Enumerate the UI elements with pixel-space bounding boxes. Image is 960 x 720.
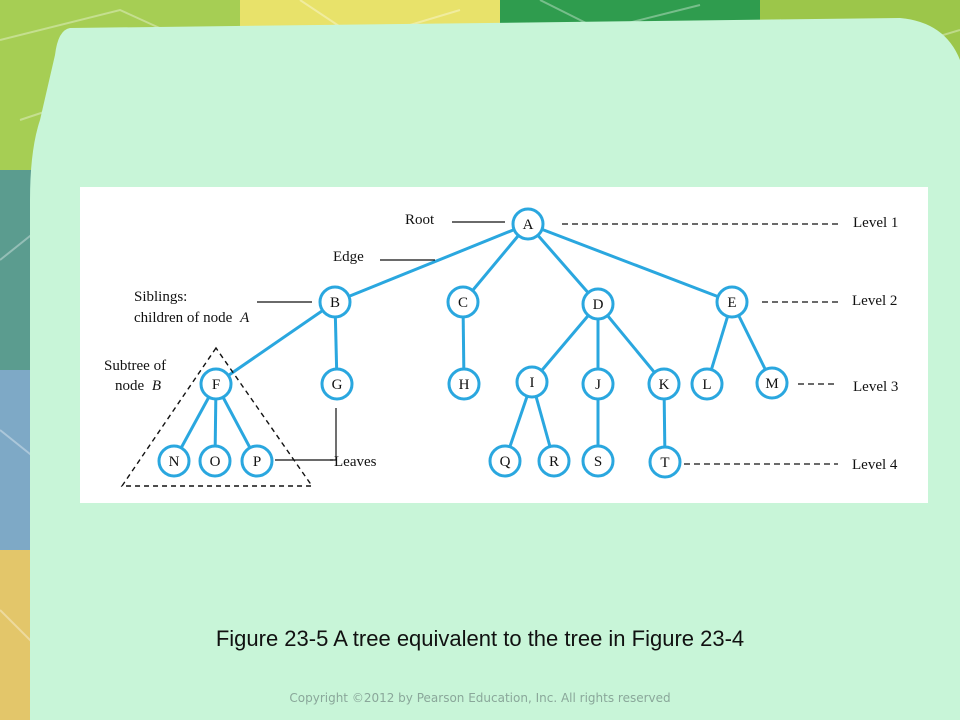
node-label: M bbox=[765, 376, 778, 392]
node-circle bbox=[537, 444, 571, 478]
node-label: B bbox=[330, 295, 340, 311]
tree-node-B: B bbox=[318, 285, 352, 319]
edge-D-I bbox=[530, 303, 600, 383]
node-label: H bbox=[459, 377, 470, 393]
tree-node-T: T bbox=[648, 445, 682, 479]
tree-node-J: J bbox=[581, 367, 615, 401]
node-label: N bbox=[169, 454, 180, 470]
edge-D-K bbox=[596, 303, 666, 385]
level1-label: Level 1 bbox=[853, 215, 898, 231]
node-circle bbox=[157, 444, 191, 478]
tree-node-G: G bbox=[320, 367, 354, 401]
tree-node-S: S bbox=[581, 444, 615, 478]
node-label: F bbox=[212, 377, 220, 393]
node-label: J bbox=[595, 377, 601, 393]
node-label: O bbox=[210, 454, 221, 470]
edge-A-C bbox=[461, 223, 530, 303]
edge-A-E bbox=[527, 222, 733, 304]
tree-node-O: O bbox=[198, 444, 232, 478]
subtree-label-text: node bbox=[115, 378, 145, 394]
node-circle bbox=[581, 444, 615, 478]
node-circle bbox=[581, 287, 615, 321]
node-circle bbox=[515, 365, 549, 399]
node-circle bbox=[318, 285, 352, 319]
node-label: R bbox=[549, 454, 559, 470]
tree-node-F: F bbox=[199, 367, 233, 401]
node-circle bbox=[447, 367, 481, 401]
siblings-label-text: children of node bbox=[134, 310, 233, 326]
tree-node-P: P bbox=[240, 444, 274, 478]
subtree-label-line2: node B bbox=[115, 378, 161, 394]
node-label: A bbox=[523, 217, 534, 233]
node-label: S bbox=[594, 454, 602, 470]
node-label: T bbox=[660, 455, 669, 471]
figure-caption: Figure 23-5 A tree equivalent to the tre… bbox=[215, 626, 745, 651]
node-label: P bbox=[253, 454, 261, 470]
node-circle bbox=[199, 367, 233, 401]
leaves-pointer-line bbox=[330, 408, 337, 461]
tree-node-I: I bbox=[515, 365, 549, 399]
node-circle bbox=[240, 444, 274, 478]
node-circle bbox=[648, 445, 682, 479]
edge-label: Edge bbox=[333, 249, 364, 265]
node-label: E bbox=[727, 295, 736, 311]
level4-label: Level 4 bbox=[852, 457, 898, 473]
siblings-label-line2: children of node A bbox=[134, 310, 250, 326]
tree-svg: A B F N O P G C H D I Q R J S K T E L M Root Edge Siblings:… bbox=[104, 207, 898, 487]
subtree-label-node: B bbox=[152, 378, 161, 394]
root-label: Root bbox=[405, 212, 435, 228]
node-circle bbox=[647, 367, 681, 401]
tree-node-N: N bbox=[157, 444, 191, 478]
tree-node-L: L bbox=[690, 367, 724, 401]
tree-node-H: H bbox=[447, 367, 481, 401]
node-circle bbox=[446, 285, 480, 319]
edge-B-F bbox=[215, 300, 336, 386]
edge-A-D bbox=[526, 223, 600, 305]
node-label: C bbox=[458, 295, 468, 311]
tree-node-R: R bbox=[537, 444, 571, 478]
tree-node-M: M bbox=[755, 366, 789, 400]
siblings-label-node: A bbox=[239, 310, 250, 326]
edge-A-B bbox=[334, 222, 529, 304]
node-label: L bbox=[702, 377, 711, 393]
node-circle bbox=[198, 444, 232, 478]
node-circle bbox=[511, 207, 545, 241]
node-label: K bbox=[659, 377, 670, 393]
node-label: D bbox=[593, 297, 604, 313]
tree-node-A: A bbox=[511, 207, 545, 241]
tree-diagram: A B F N O P G C H D I Q R J S K T E L M Root Edge Siblings:… bbox=[80, 187, 928, 503]
node-label: Q bbox=[500, 454, 511, 470]
tree-node-C: C bbox=[446, 285, 480, 319]
node-circle bbox=[690, 367, 724, 401]
node-label: G bbox=[332, 377, 343, 393]
leaves-label: Leaves bbox=[334, 454, 377, 470]
node-circle bbox=[581, 367, 615, 401]
level3-label: Level 3 bbox=[853, 379, 898, 395]
node-circle bbox=[755, 366, 789, 400]
tree-node-E: E bbox=[715, 285, 749, 319]
node-circle bbox=[320, 367, 354, 401]
siblings-label-line1: Siblings: bbox=[134, 289, 187, 305]
copyright-notice: Copyright ©2012 by Pearson Education, In… bbox=[289, 691, 671, 705]
tree-node-K: K bbox=[647, 367, 681, 401]
node-label: I bbox=[530, 375, 535, 391]
level2-label: Level 2 bbox=[852, 293, 897, 309]
subtree-label-line1: Subtree of bbox=[104, 358, 166, 374]
subtree-triangle bbox=[120, 346, 314, 487]
tree-node-Q: Q bbox=[488, 444, 522, 478]
tree-node-D: D bbox=[581, 287, 615, 321]
node-circle bbox=[488, 444, 522, 478]
node-circle bbox=[715, 285, 749, 319]
